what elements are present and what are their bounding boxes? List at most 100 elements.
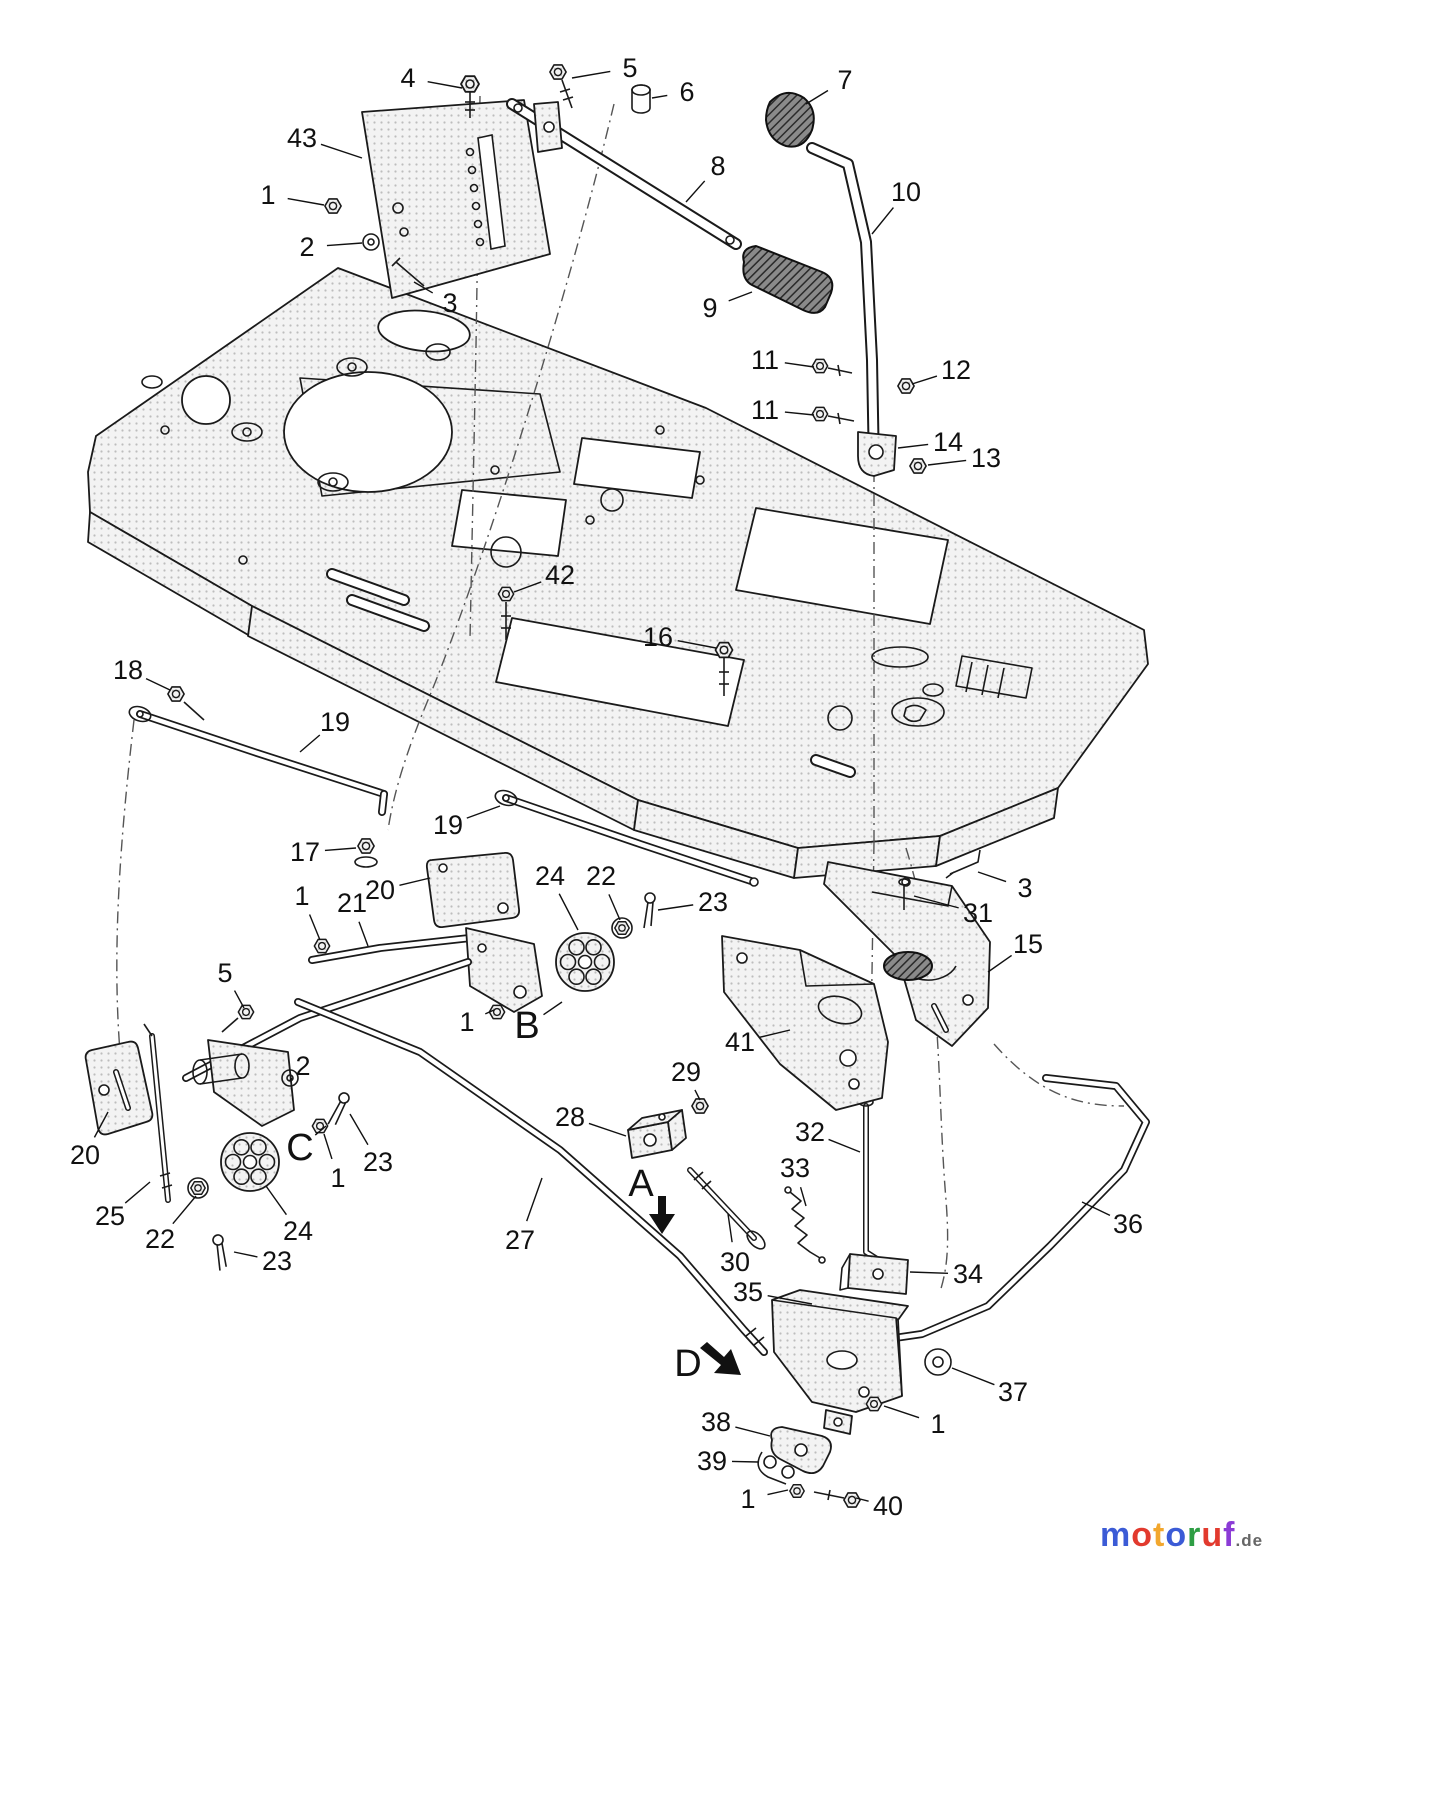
svg-text:13: 13 <box>971 443 1001 473</box>
svg-text:23: 23 <box>698 887 728 917</box>
callout-33: 33 <box>780 1153 810 1207</box>
svg-text:4: 4 <box>400 63 415 93</box>
callout-25: 25 <box>95 1181 151 1231</box>
callout-19: 19 <box>433 805 501 840</box>
svg-text:22: 22 <box>586 861 616 891</box>
view-letter-C: C <box>286 1125 327 1169</box>
watermark-suffix: .de <box>1235 1531 1264 1550</box>
callout-9: 9 <box>702 291 753 323</box>
callout-10: 10 <box>871 177 921 235</box>
callout-37: 37 <box>951 1367 1028 1407</box>
callout-1: 1 <box>883 1405 946 1439</box>
svg-text:16: 16 <box>643 622 673 652</box>
svg-text:3: 3 <box>1017 873 1032 903</box>
svg-text:39: 39 <box>697 1446 727 1476</box>
svg-text:6: 6 <box>679 77 694 107</box>
svg-text:34: 34 <box>953 1259 983 1289</box>
callout-36: 36 <box>1081 1201 1143 1239</box>
watermark-letter: u <box>1201 1516 1224 1554</box>
callout-15: 15 <box>987 929 1043 973</box>
view-letter-B: B <box>514 1001 563 1047</box>
callout-23: 23 <box>233 1246 292 1276</box>
support-rod-parts <box>128 686 759 887</box>
svg-text:8: 8 <box>710 151 725 181</box>
watermark-letter: t <box>1153 1516 1166 1554</box>
callout-38: 38 <box>701 1407 771 1437</box>
svg-text:1: 1 <box>330 1163 345 1193</box>
svg-text:15: 15 <box>1013 929 1043 959</box>
callout-4: 4 <box>400 63 463 93</box>
callout-22: 22 <box>145 1195 197 1254</box>
svg-text:17: 17 <box>290 837 320 867</box>
top-linkage-parts <box>324 64 927 696</box>
svg-text:14: 14 <box>933 427 963 457</box>
callout-2: 2 <box>288 1051 311 1082</box>
svg-text:25: 25 <box>95 1201 125 1231</box>
callout-18: 18 <box>113 655 171 691</box>
callout-30: 30 <box>720 1213 750 1277</box>
height-linkage-parts <box>84 849 1150 1508</box>
callout-19: 19 <box>299 707 350 753</box>
watermark-letter: r <box>1187 1516 1202 1554</box>
mower-deck <box>87 267 1149 879</box>
callout-6: 6 <box>651 77 695 107</box>
svg-text:D: D <box>674 1343 701 1385</box>
callout-12: 12 <box>911 355 971 385</box>
callout-29: 29 <box>671 1057 701 1101</box>
callout-42: 42 <box>513 560 575 593</box>
callout-1: 1 <box>740 1484 789 1514</box>
svg-text:43: 43 <box>287 123 317 153</box>
svg-text:23: 23 <box>262 1246 292 1276</box>
svg-text:27: 27 <box>505 1225 535 1255</box>
svg-text:29: 29 <box>671 1057 701 1087</box>
callout-27: 27 <box>505 1177 543 1255</box>
svg-text:32: 32 <box>795 1117 825 1147</box>
svg-text:1: 1 <box>294 881 309 911</box>
watermark-letter: m <box>1100 1516 1132 1554</box>
callout-7: 7 <box>805 65 853 105</box>
callout-1: 1 <box>294 881 321 941</box>
svg-text:41: 41 <box>725 1027 755 1057</box>
callout-21: 21 <box>337 888 369 947</box>
watermark-link[interactable]: motoruf.de <box>1100 1516 1263 1555</box>
callout-8: 8 <box>685 151 726 203</box>
callout-3: 3 <box>413 281 458 318</box>
svg-text:12: 12 <box>941 355 971 385</box>
svg-text:11: 11 <box>751 395 779 425</box>
svg-text:2: 2 <box>295 1051 310 1081</box>
callout-39: 39 <box>697 1446 759 1476</box>
callout-1: 1 <box>260 180 325 210</box>
svg-text:5: 5 <box>622 53 637 83</box>
svg-text:24: 24 <box>283 1216 313 1246</box>
callout-14: 14 <box>897 427 963 457</box>
svg-text:30: 30 <box>720 1247 750 1277</box>
svg-text:21: 21 <box>337 888 367 918</box>
callout-5: 5 <box>571 53 638 83</box>
svg-text:19: 19 <box>433 810 463 840</box>
callout-28: 28 <box>555 1102 627 1137</box>
callout-23: 23 <box>657 887 728 917</box>
svg-text:7: 7 <box>837 65 852 95</box>
svg-text:1: 1 <box>740 1484 755 1514</box>
svg-text:22: 22 <box>145 1224 175 1254</box>
callout-40: 40 <box>855 1491 903 1521</box>
watermark-letter: o <box>1131 1516 1154 1554</box>
svg-text:1: 1 <box>459 1007 474 1037</box>
svg-text:3: 3 <box>442 288 457 318</box>
svg-text:37: 37 <box>998 1377 1028 1407</box>
svg-text:36: 36 <box>1113 1209 1143 1239</box>
callout-5: 5 <box>217 958 245 1009</box>
callout-13: 13 <box>927 443 1001 473</box>
svg-text:40: 40 <box>873 1491 903 1521</box>
callout-24: 24 <box>535 861 579 931</box>
svg-text:A: A <box>628 1163 654 1205</box>
svg-text:10: 10 <box>891 177 921 207</box>
svg-text:20: 20 <box>365 875 395 905</box>
callout-34: 34 <box>909 1259 983 1289</box>
callout-16: 16 <box>643 622 717 652</box>
svg-text:35: 35 <box>733 1277 763 1307</box>
